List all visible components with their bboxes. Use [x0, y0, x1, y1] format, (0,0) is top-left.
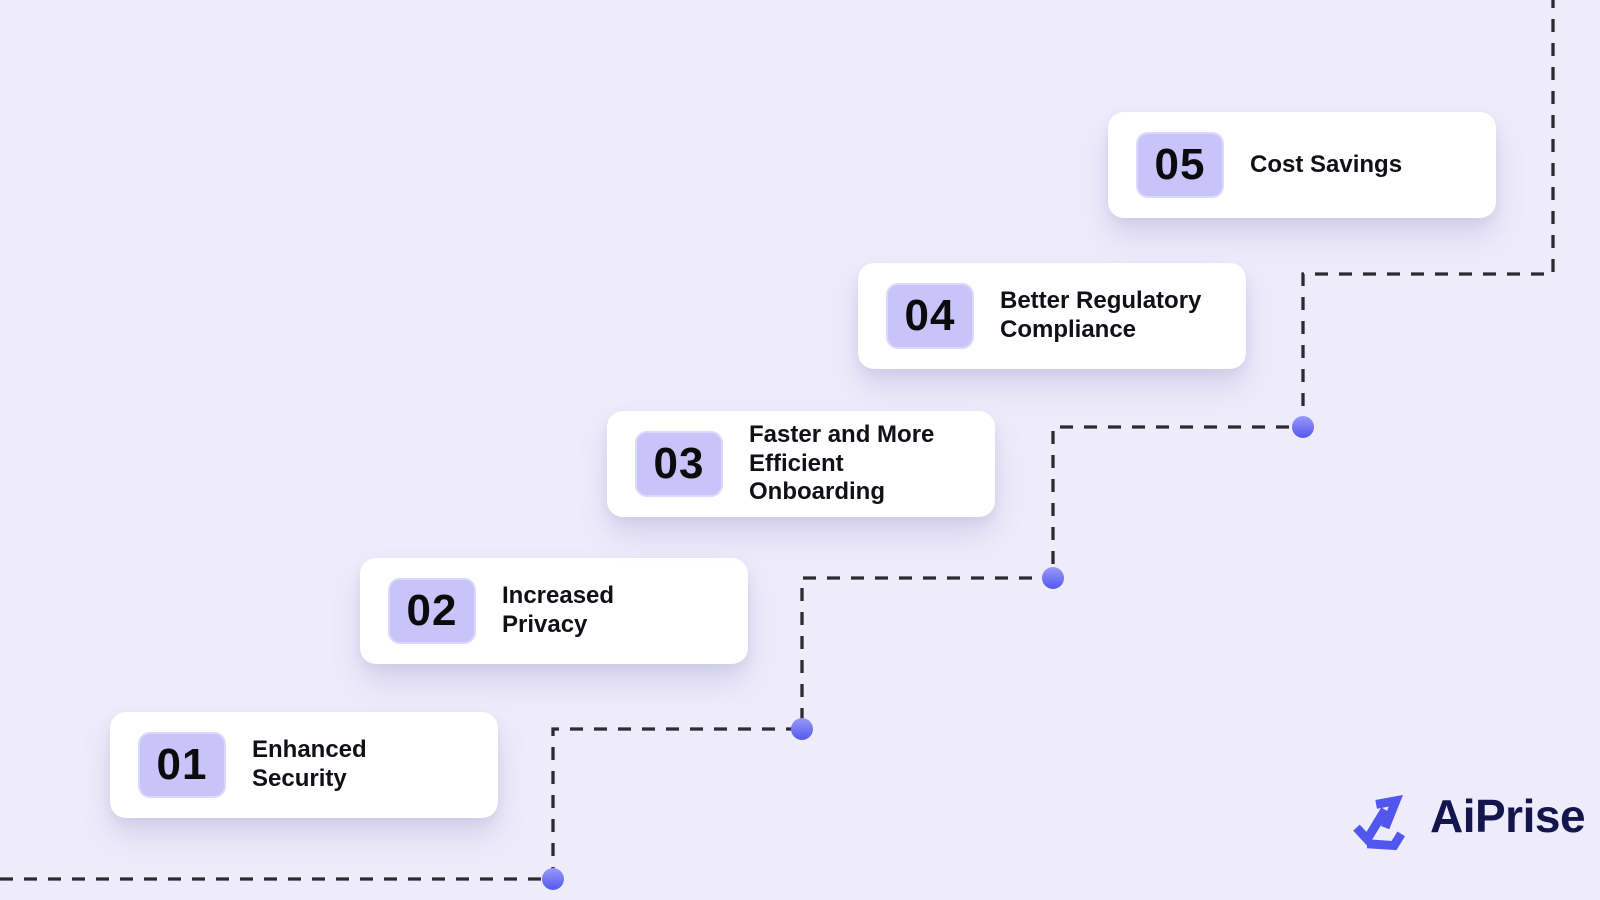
aiprise-logo-text: AiPrise	[1430, 790, 1586, 842]
benefit-card-5: 05 Cost Savings	[1108, 112, 1496, 218]
benefit-label: Faster and More Efficient Onboarding	[749, 420, 935, 506]
benefit-card-4: 04 Better Regulatory Compliance	[858, 263, 1246, 369]
step-number-badge: 02	[388, 578, 476, 644]
path-node-dot	[542, 868, 564, 890]
benefit-card-1: 01 Enhanced Security	[110, 712, 498, 818]
benefit-label: Enhanced Security	[252, 736, 367, 792]
benefit-label: Better Regulatory Compliance	[1000, 287, 1202, 343]
aiprise-logo-icon	[1353, 794, 1406, 851]
benefit-label: Increased Privacy	[502, 582, 615, 638]
step-number-badge: 01	[138, 732, 226, 798]
step-number-badge: 04	[886, 283, 974, 349]
step-number-badge: 05	[1136, 132, 1224, 198]
aiprise-logo: AiPrise	[1352, 780, 1586, 852]
path-node-dot	[791, 718, 813, 740]
step-number-badge: 03	[635, 431, 723, 497]
path-node-dot	[1042, 567, 1064, 589]
benefit-card-3: 03 Faster and More Efficient Onboarding	[607, 411, 995, 517]
benefit-card-2: 02 Increased Privacy	[360, 558, 748, 664]
benefit-label: Cost Savings	[1250, 150, 1403, 178]
path-node-dot	[1292, 416, 1314, 438]
